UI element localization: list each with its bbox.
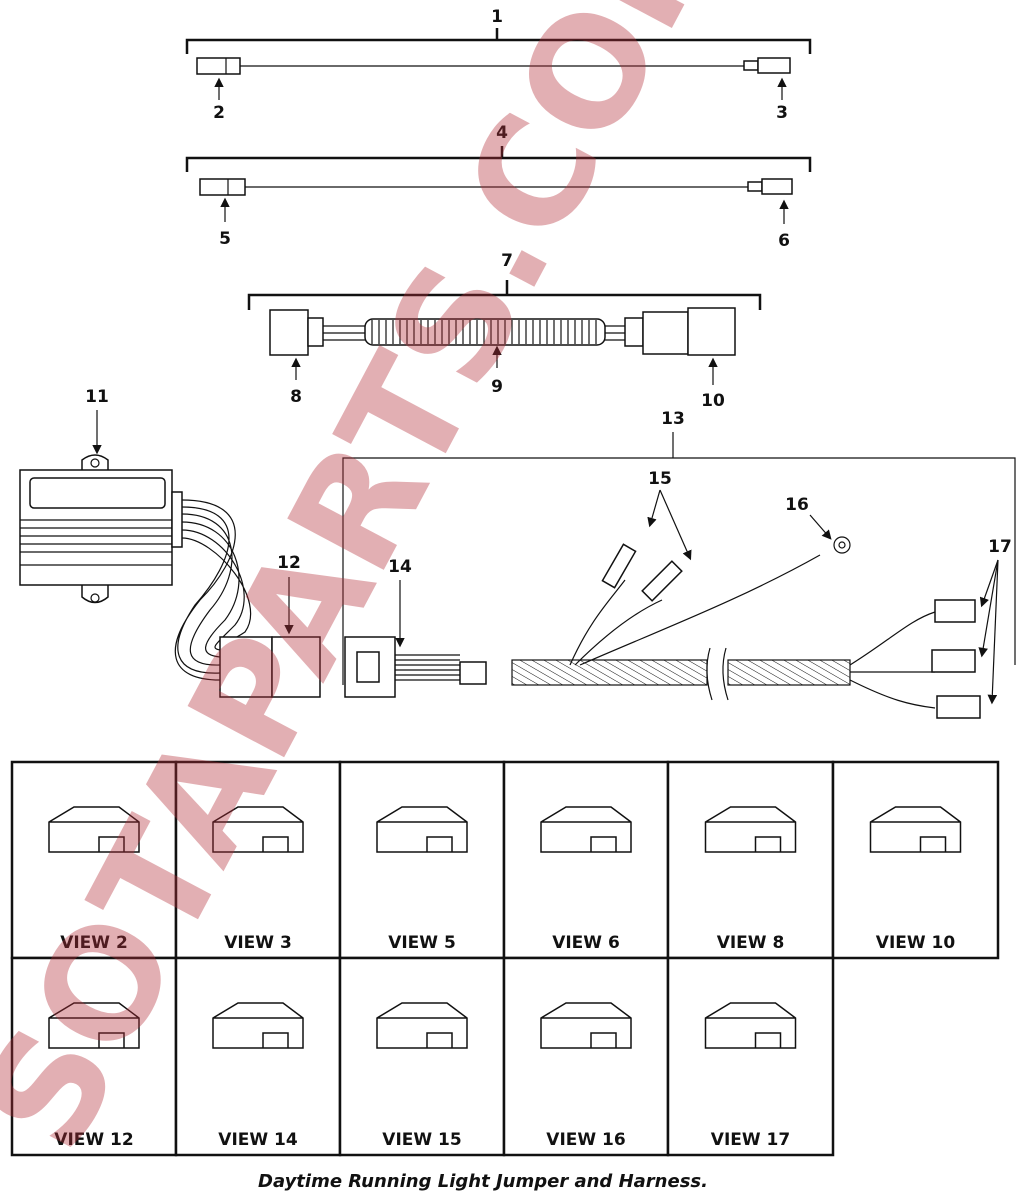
view-label: VIEW 2 (60, 933, 128, 953)
connector-illustration (212, 806, 304, 853)
view-cell: VIEW 15 (338, 956, 506, 1157)
jumper-1: 1 2 3 (185, 7, 812, 123)
callout-1: 1 (491, 7, 503, 27)
callout-15: 15 (648, 469, 672, 489)
view-label: VIEW 8 (717, 933, 785, 953)
callout-2: 2 (213, 103, 225, 123)
callout-5: 5 (219, 229, 231, 249)
view-cell: VIEW 8 (666, 760, 835, 960)
view-label: VIEW 12 (54, 1130, 133, 1150)
callout-7: 7 (501, 251, 513, 271)
connector-illustration (869, 806, 962, 853)
views-grid: VIEW 2 VIEW 3 VIEW 5 VIEW 6 VIEW 8 VIEW 10 VIE… (10, 760, 1000, 1157)
callout-11: 11 (85, 387, 109, 407)
view-label: VIEW 15 (382, 1130, 461, 1150)
callout-10: 10 (701, 391, 725, 411)
connector-illustration (540, 1002, 632, 1049)
callout-17: 17 (988, 537, 1012, 557)
callout-16: 16 (785, 495, 809, 515)
view-label: VIEW 10 (876, 933, 956, 953)
connector-illustration (704, 1002, 797, 1049)
callout-14: 14 (388, 557, 412, 577)
view-label: VIEW 6 (552, 933, 620, 953)
connector-illustration (48, 1002, 140, 1049)
view-label: VIEW 17 (711, 1130, 790, 1150)
view-cell: VIEW 17 (666, 956, 835, 1157)
view-label: VIEW 16 (546, 1130, 625, 1150)
view-cell: VIEW 14 (174, 956, 342, 1157)
connector-illustration (704, 806, 797, 853)
callout-4: 4 (496, 123, 508, 143)
harness-13: 13 14 15 16 17 (342, 409, 1016, 719)
callout-12: 12 (277, 553, 301, 573)
connector-illustration (212, 1002, 304, 1049)
connector-illustration (48, 806, 140, 853)
callout-3: 3 (776, 103, 788, 123)
connector-illustration (540, 806, 632, 853)
view-cell: VIEW 3 (174, 760, 342, 960)
view-cell: VIEW 10 (831, 760, 1000, 960)
view-cell: VIEW 5 (338, 760, 506, 960)
view-cell: VIEW 6 (502, 760, 670, 960)
callout-9: 9 (491, 377, 503, 397)
view-cell: VIEW 2 (10, 760, 178, 960)
callout-8: 8 (290, 387, 302, 407)
jumper-7: 7 8 9 10 (247, 251, 762, 411)
callout-13: 13 (661, 409, 685, 429)
view-label: VIEW 5 (388, 933, 456, 953)
view-cell: VIEW 16 (502, 956, 670, 1157)
connector-illustration (376, 806, 468, 853)
view-label: VIEW 14 (218, 1130, 298, 1150)
view-label: VIEW 3 (224, 933, 292, 953)
connector-illustration (376, 1002, 468, 1049)
jumper-4: 4 5 6 (185, 123, 812, 251)
callout-6: 6 (778, 231, 790, 251)
caption: Daytime Running Light Jumper and Harness… (258, 1171, 708, 1192)
drl-module: 11 12 (19, 387, 321, 698)
view-cell: VIEW 12 (10, 956, 178, 1157)
